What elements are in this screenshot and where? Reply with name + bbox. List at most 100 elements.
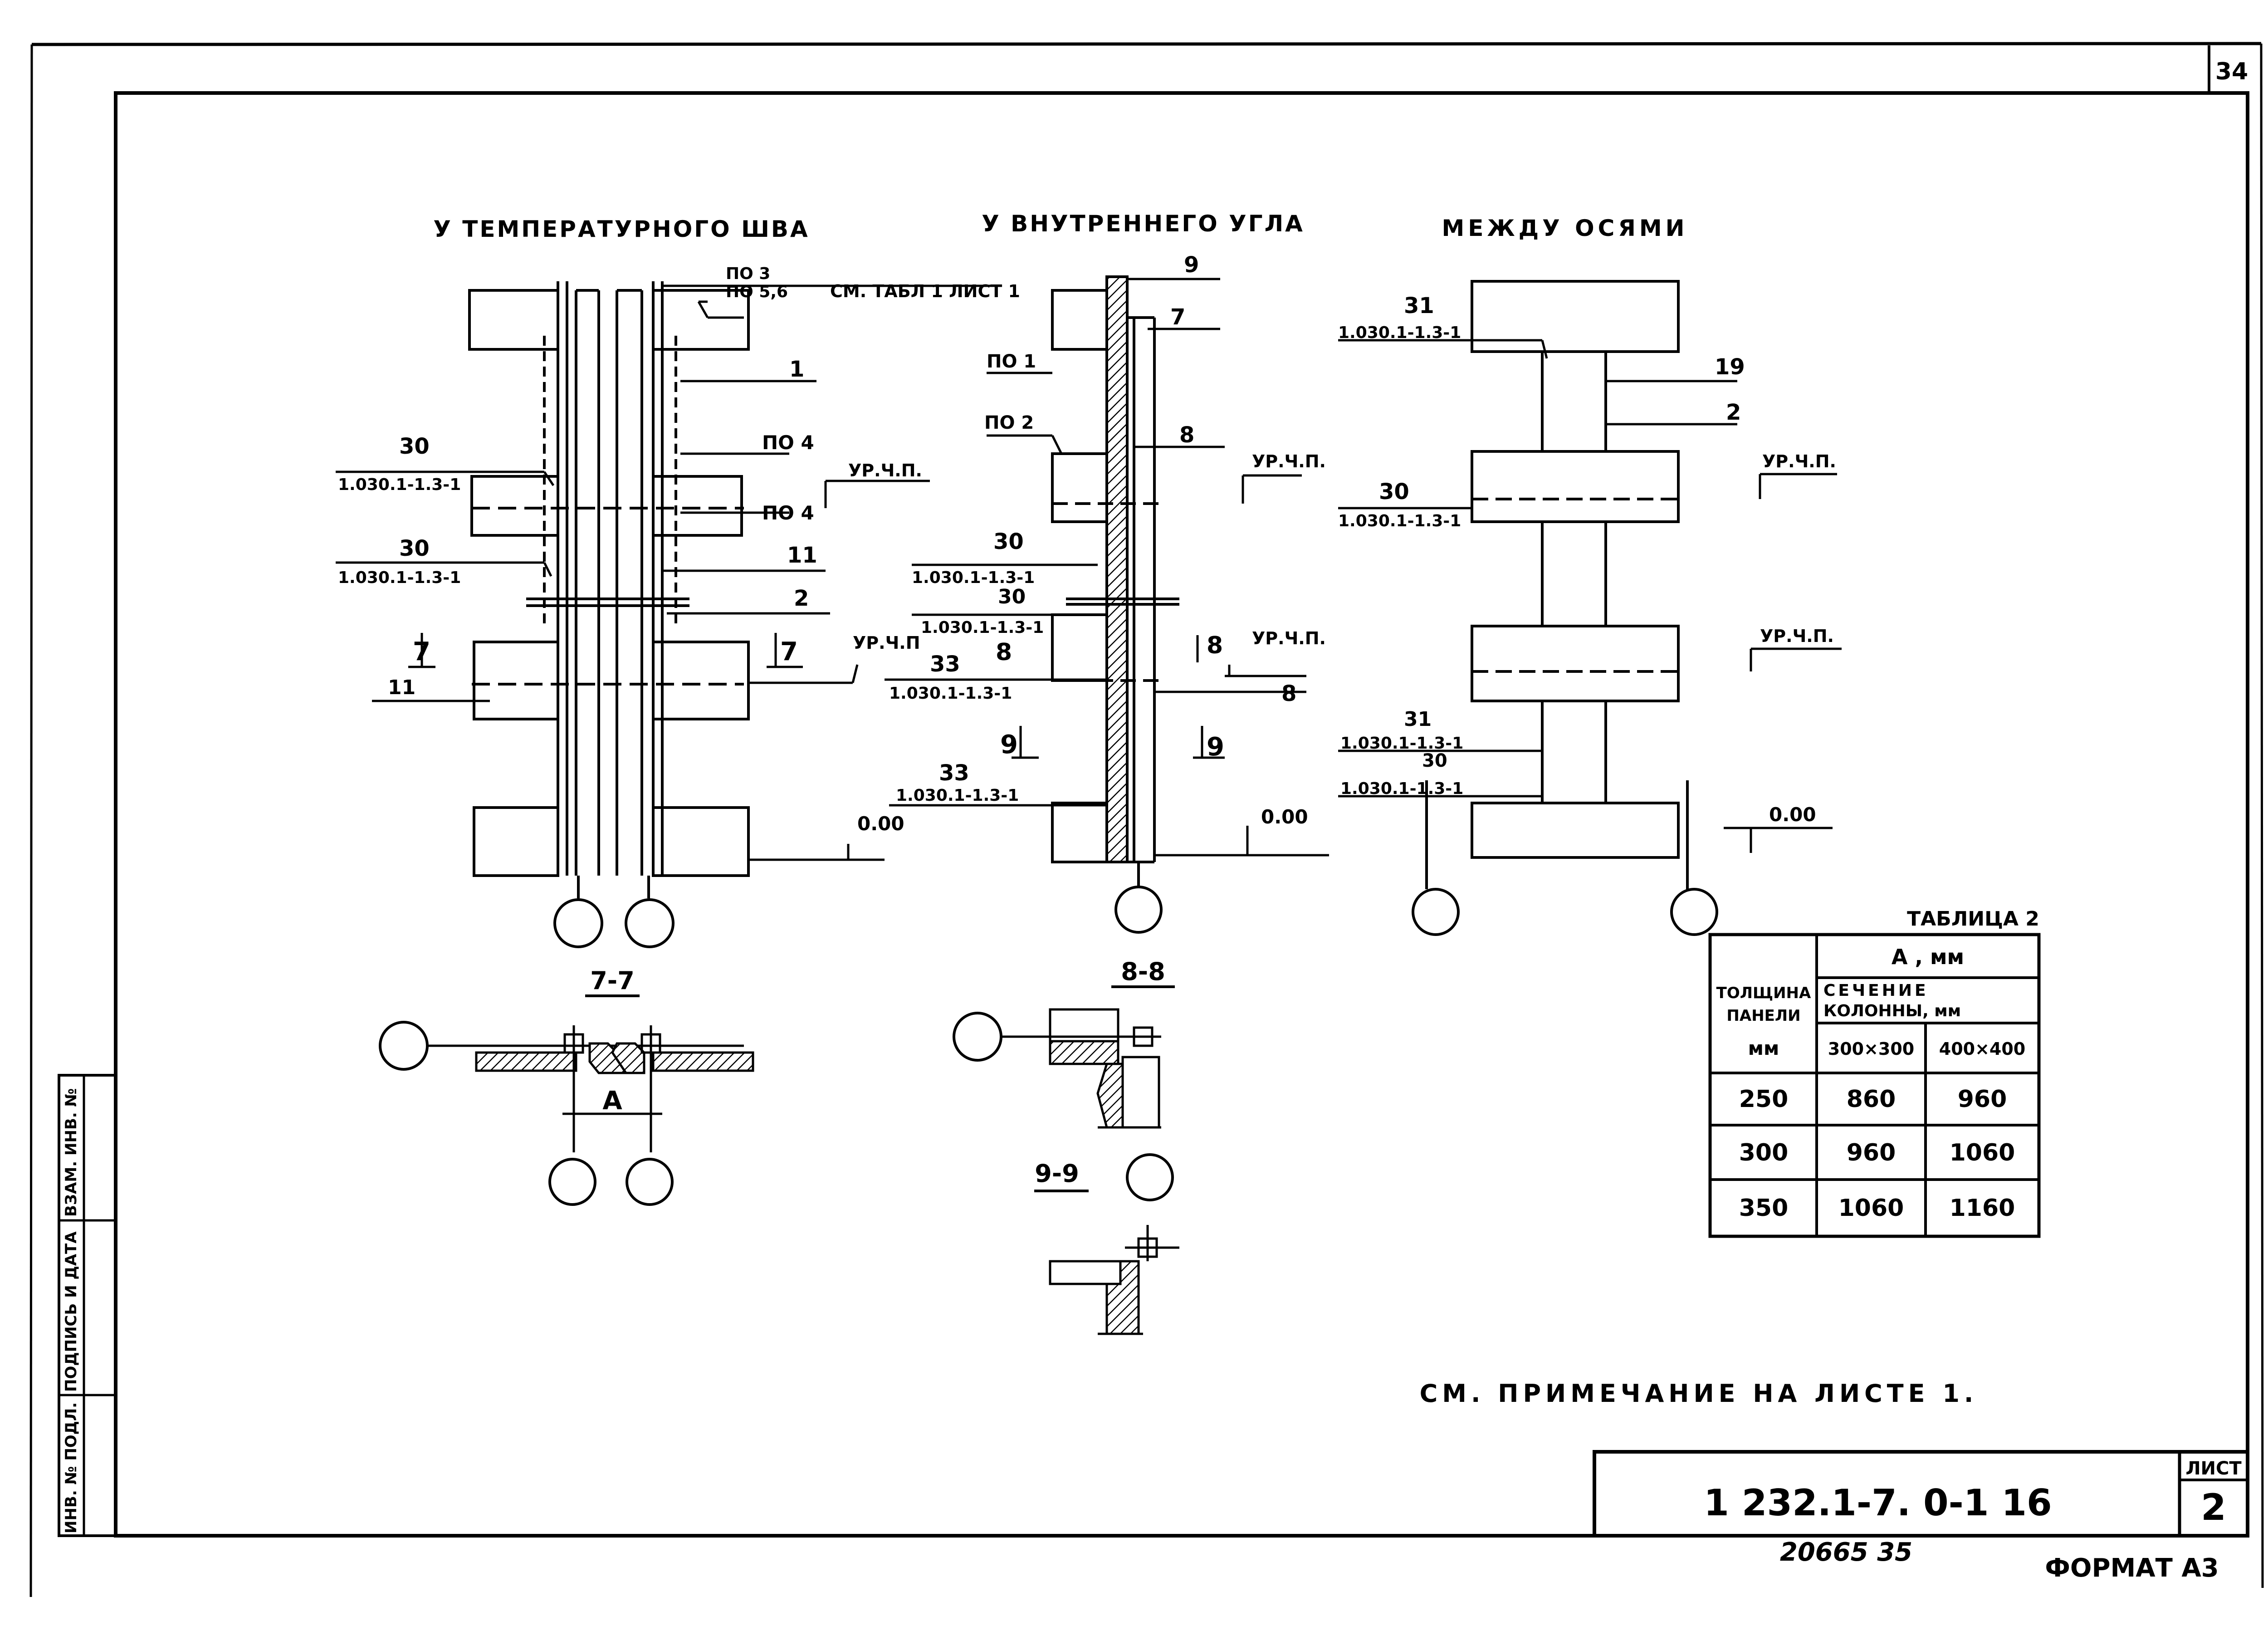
- table-2: [1708, 933, 2041, 1238]
- label-po4a: ПО 4: [762, 431, 814, 454]
- view-between-axes: [1338, 280, 1842, 936]
- sheet-number: 2: [2201, 1486, 2226, 1528]
- label-zero-right: 0.00: [1769, 803, 1816, 826]
- table-row-3-a1: 1060: [1838, 1195, 1904, 1222]
- label-7: 7: [1170, 304, 1185, 330]
- label-19: 19: [1715, 354, 1745, 380]
- label-8b: 8: [1281, 681, 1296, 706]
- section-mark-7a: 7: [413, 637, 430, 666]
- label-zero-mid: 0.00: [1261, 806, 1308, 828]
- view-title-between-axes: МЕЖДУ ОСЯМИ: [1442, 215, 1688, 241]
- label-1: 1: [789, 357, 804, 382]
- label-30a: 30: [399, 434, 430, 459]
- label-ur-right-1: УР.Ч.П.: [1762, 451, 1836, 471]
- side-stamp: [58, 1074, 117, 1537]
- stamp-inv-podl: ИНВ. № ПОДЛ.: [62, 1402, 80, 1533]
- label-11b: 11: [388, 676, 415, 699]
- ref-30b-right: 1.030.1-1.3-1: [1340, 779, 1463, 798]
- section-8-8: [953, 985, 1175, 1129]
- table-header-a: А , мм: [1892, 945, 1964, 969]
- inventory-number: 20665 35: [1780, 1538, 1912, 1567]
- label-po4b: ПО 4: [762, 502, 814, 524]
- label-33b: 33: [939, 760, 969, 786]
- sheet-label: ЛИСТ: [2185, 1458, 2242, 1479]
- ref-33b: 1.030.1-1.3-1: [896, 786, 1019, 805]
- label-ur-mid-2: УР.Ч.П.: [1252, 628, 1326, 648]
- section-title-7-7: 7-7: [590, 966, 635, 995]
- note-text: СМ. ПРИМЕЧАНИЕ НА ЛИСТЕ 1.: [1420, 1379, 1978, 1408]
- ref-30b: 1.030.1-1.3-1: [338, 568, 461, 587]
- label-see-table: СМ. ТАБЛ 1 ЛИСТ 1: [830, 281, 1020, 301]
- ref-33a: 1.030.1-1.3-1: [889, 684, 1012, 703]
- drawing-code: 1 232.1-7. 0-1 16: [1704, 1482, 2052, 1524]
- table-header-thickness-1: ТОЛЩИНА: [1716, 984, 1811, 1002]
- table-row-2-thickness: 300: [1739, 1139, 1789, 1166]
- section-mark-8a: 8: [996, 639, 1012, 666]
- ref-31a: 1.030.1-1.3-1: [1338, 323, 1461, 342]
- label-31a: 31: [1404, 293, 1434, 318]
- view-inner-corner: [885, 275, 1329, 934]
- table-header-thickness-3: мм: [1748, 1037, 1779, 1059]
- label-zero-left: 0.00: [857, 813, 904, 835]
- ref-30a-right: 1.030.1-1.3-1: [1338, 512, 1461, 530]
- section-mark-8b: 8: [1207, 632, 1223, 659]
- view-title-inner-corner: У ВНУТРЕННЕГО УГЛА: [982, 211, 1305, 237]
- section-mark-7b: 7: [780, 637, 798, 666]
- label-30b-mid: 30: [998, 585, 1026, 608]
- label-ur-2: УР.Ч.П: [853, 633, 920, 653]
- table-header-thickness-2: ПАНЕЛИ: [1726, 1007, 1800, 1025]
- table-caption: ТАБЛИЦА 2: [1907, 907, 2039, 931]
- table-row-1-a2: 960: [1958, 1086, 2007, 1113]
- section-7-7: [379, 994, 754, 1206]
- dimension-a: А: [602, 1086, 622, 1116]
- sheet-frame: [29, 42, 2264, 1597]
- table-row-2-a1: 960: [1847, 1139, 1896, 1166]
- view-thermal-joint: [336, 281, 998, 948]
- label-2-right: 2: [1726, 400, 1741, 425]
- label-2: 2: [794, 586, 809, 611]
- page-number: 34: [2215, 58, 2248, 85]
- table-row-1-thickness: 250: [1739, 1086, 1789, 1113]
- label-ur-1: УР.Ч.П.: [848, 460, 922, 480]
- ref-30b-mid: 1.030.1-1.3-1: [921, 618, 1044, 637]
- table-col-400: 400×400: [1939, 1039, 2025, 1059]
- label-11a: 11: [787, 543, 817, 568]
- label-9: 9: [1184, 252, 1199, 278]
- table-col-300: 300×300: [1828, 1039, 1914, 1059]
- label-ur-mid-1: УР.Ч.П.: [1252, 451, 1326, 471]
- ref-30a-mid: 1.030.1-1.3-1: [912, 568, 1035, 587]
- table-header-section-1: СЕЧЕНИЕ: [1823, 981, 1929, 1000]
- label-po1: ПО 1: [987, 351, 1036, 372]
- section-mark-9a: 9: [1000, 730, 1018, 759]
- table-row-3-a2: 1160: [1950, 1195, 2015, 1222]
- thermal-joint-labels: ПО 3 ПО 5,6 СМ. ТАБЛ 1 ЛИСТ 1 1 ПО 4 ПО …: [338, 264, 1020, 835]
- table-row-1-a1: 860: [1847, 1086, 1896, 1113]
- label-po2: ПО 2: [984, 412, 1034, 433]
- inner-corner-labels: 9 7 ПО 1 ПО 2 8 УР.Ч.П. 30 1.030.1-1.3-1…: [889, 252, 1326, 828]
- section-9-9: [1034, 1153, 1179, 1335]
- section-title-8-8: 8-8: [1121, 957, 1165, 986]
- label-8a: 8: [1179, 422, 1194, 448]
- stamp-vzam-inv: ВЗАМ. ИНВ. №: [62, 1088, 80, 1217]
- table-row-2-a2: 1060: [1950, 1139, 2015, 1166]
- label-30a-right: 30: [1379, 479, 1409, 504]
- section-mark-9b: 9: [1207, 732, 1224, 762]
- section-title-9-9: 9-9: [1035, 1159, 1079, 1188]
- ref-31b: 1.030.1-1.3-1: [1340, 734, 1463, 753]
- label-31b: 31: [1404, 708, 1432, 731]
- format-label: ФОРМАТ А3: [2045, 1553, 2219, 1583]
- table-2-text: А , мм ТОЛЩИНА ПАНЕЛИ мм СЕЧЕНИЕ КОЛОННЫ…: [1716, 945, 2026, 1222]
- label-po56: ПО 5,6: [726, 283, 788, 301]
- title-block: [1593, 1450, 2249, 1538]
- view-title-thermal-joint: У ТЕМПЕРАТУРНОГО ШВА: [433, 216, 809, 242]
- ref-30a: 1.030.1-1.3-1: [338, 475, 461, 494]
- table-row-3-thickness: 350: [1739, 1195, 1789, 1222]
- table-header-section-2: КОЛОННЫ, мм: [1823, 1002, 1961, 1020]
- label-30b: 30: [399, 536, 430, 561]
- stamp-signature-date: ПОДПИСЬ И ДАТА: [62, 1231, 80, 1392]
- label-ur-right-2: УР.Ч.П.: [1760, 626, 1834, 646]
- label-po3: ПО 3: [726, 264, 770, 283]
- between-axes-labels: 31 1.030.1-1.3-1 19 2 УР.Ч.П. 30 1.030.1…: [1338, 293, 1836, 826]
- label-30a-mid: 30: [993, 529, 1024, 554]
